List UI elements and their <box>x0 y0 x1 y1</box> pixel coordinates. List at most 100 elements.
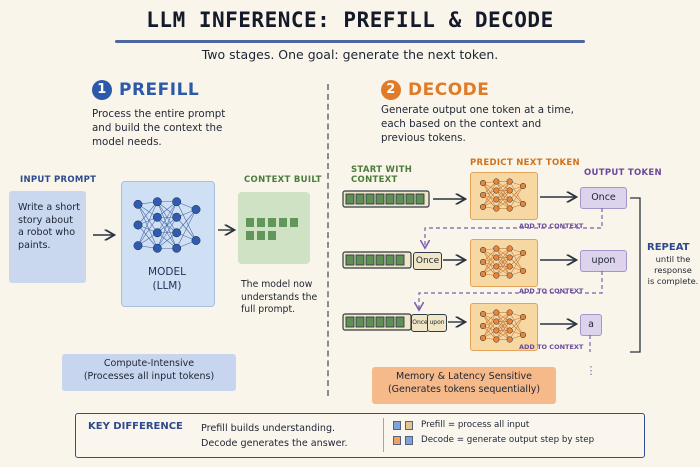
decode-network-2-edge <box>496 248 510 276</box>
context-chip <box>257 231 265 240</box>
continuation-dots: ⋮ <box>586 364 597 377</box>
decode-network-2-node <box>506 272 513 279</box>
model-network-node <box>152 243 162 253</box>
context-chip-row1 <box>345 193 355 205</box>
decode-swatch <box>393 435 401 445</box>
prefill-heading-text: PREFILL <box>119 80 200 100</box>
input-prompt-text: Write a short story about a robot who pa… <box>18 202 86 252</box>
prompt-line: story about <box>18 214 73 226</box>
decode-network-2-edge <box>482 248 497 263</box>
decode-network-2-edge <box>482 257 497 275</box>
context-built-box <box>238 192 310 264</box>
model-network-node <box>133 220 143 230</box>
decode-network-2-node <box>519 267 527 275</box>
repeat-text-line: until the <box>655 254 691 264</box>
decode-badge-line: Memory & Latency Sensitive <box>396 371 532 382</box>
model-network-edge <box>137 201 158 246</box>
context-chip <box>268 218 276 227</box>
decode-description: Generate output one token at a time, eac… <box>381 103 574 145</box>
context-chip-row2 <box>355 254 365 266</box>
title-underline <box>115 40 585 43</box>
add-to-context-label-2: ADD TO CONTEXT <box>519 287 584 295</box>
context-chip-row3 <box>385 316 395 328</box>
context-chip <box>279 218 287 227</box>
prefill-badge-line: (Processes all input tokens) <box>83 371 215 382</box>
model-label-line: (LLM) <box>152 280 182 292</box>
key-difference-line: Decode generates the answer. <box>201 438 348 449</box>
decode-description-line: previous tokens. <box>381 132 466 144</box>
model-network-edge <box>157 201 177 233</box>
context-note: The model now understands the full promp… <box>241 279 321 317</box>
legend-prefill-text: Prefill = process all input <box>421 420 530 430</box>
context-chip-row1 <box>415 193 425 205</box>
prompt-line: Write a short <box>18 202 80 213</box>
decode-network-1-node <box>506 187 513 194</box>
decode-network-1-edge <box>496 190 510 209</box>
start-with-context-label: START WITH CONTEXT <box>351 165 412 185</box>
decode-network-3-edge <box>482 313 497 340</box>
prefill-description-line: Process the entire prompt <box>92 108 226 120</box>
model-network-edge <box>157 201 177 249</box>
decode-network-1-node <box>479 191 487 199</box>
model-network-edge <box>137 224 158 249</box>
context-chip-row2 <box>375 254 385 266</box>
decode-network-2-edge <box>509 252 524 267</box>
context-chip-row3 <box>395 316 405 328</box>
decode-heading-text: DECODE <box>408 80 490 100</box>
model-network-edge <box>137 204 158 249</box>
context-chip-row2 <box>395 254 405 266</box>
context-chip-row2 <box>385 254 395 266</box>
add-to-context-label-1: ADD TO CONTEXT <box>519 222 584 230</box>
key-difference-text: Prefill builds understanding. Decode gen… <box>201 421 348 451</box>
context-chip-row1 <box>355 193 365 205</box>
compute-intensive-badge: Compute-Intensive (Processes all input t… <box>62 354 236 391</box>
prompt-line: paints. <box>18 239 51 251</box>
decode-network-2-node <box>506 254 513 261</box>
decode-description-line: Generate output one token at a time, <box>381 104 574 116</box>
key-difference-line: Prefill builds understanding. <box>201 423 336 434</box>
output-token-2: upon <box>580 250 627 272</box>
memory-latency-badge: Memory & Latency Sensitive (Generates to… <box>372 367 556 404</box>
decode-network-2-node <box>493 254 500 261</box>
start-label-line: START WITH <box>351 165 413 175</box>
decode-network-1-node <box>506 196 513 203</box>
context-chip-row2 <box>345 254 355 266</box>
model-network-edge <box>137 217 158 246</box>
input-prompt-box <box>9 191 86 283</box>
decode-network-1-edge <box>482 194 497 209</box>
decode-network-1-node <box>506 205 513 212</box>
legend-decode-text: Decode = generate output step by step <box>421 435 595 445</box>
decode-network-2-node <box>493 263 500 270</box>
input-prompt-label: INPUT PROMPT <box>20 175 97 185</box>
add-to-context-path-2 <box>419 271 603 309</box>
decode-network-1-edge <box>482 182 497 209</box>
model-network-edge <box>176 209 197 233</box>
model-network-node <box>152 197 162 207</box>
start-label-line: CONTEXT <box>351 175 398 185</box>
decode-network-3-node <box>479 322 487 330</box>
repeat-text: until the response is complete. <box>647 254 699 287</box>
repeat-text-line: is complete. <box>647 276 699 286</box>
legend-prefill: Prefill = process all input <box>393 420 594 430</box>
legend: Prefill = process all input Decode = gen… <box>393 420 594 445</box>
prefill-description-line: model needs. <box>92 136 162 148</box>
decode-network-3-node <box>493 309 500 316</box>
model-network-node <box>172 228 182 238</box>
page-subtitle: Two stages. One goal: generate the next … <box>201 47 499 62</box>
decode-network-1-node <box>519 200 527 208</box>
decode-network-3-edge <box>482 313 497 331</box>
add-to-context-label-3: ADD TO CONTEXT <box>519 343 584 351</box>
repeat-text-line: response <box>654 265 692 275</box>
decode-network-3-edge <box>496 312 510 331</box>
model-network-node <box>172 212 182 222</box>
decode-network-3-edge <box>482 312 497 339</box>
prefill-swatch-2 <box>405 420 413 430</box>
decode-network-3-node <box>506 336 513 343</box>
context-chip-row3 <box>365 316 375 328</box>
context-chip <box>246 218 254 227</box>
repeat-heading: REPEAT <box>647 242 690 253</box>
add-to-context-path-1 <box>425 208 603 247</box>
decode-network-3-node <box>493 327 500 334</box>
